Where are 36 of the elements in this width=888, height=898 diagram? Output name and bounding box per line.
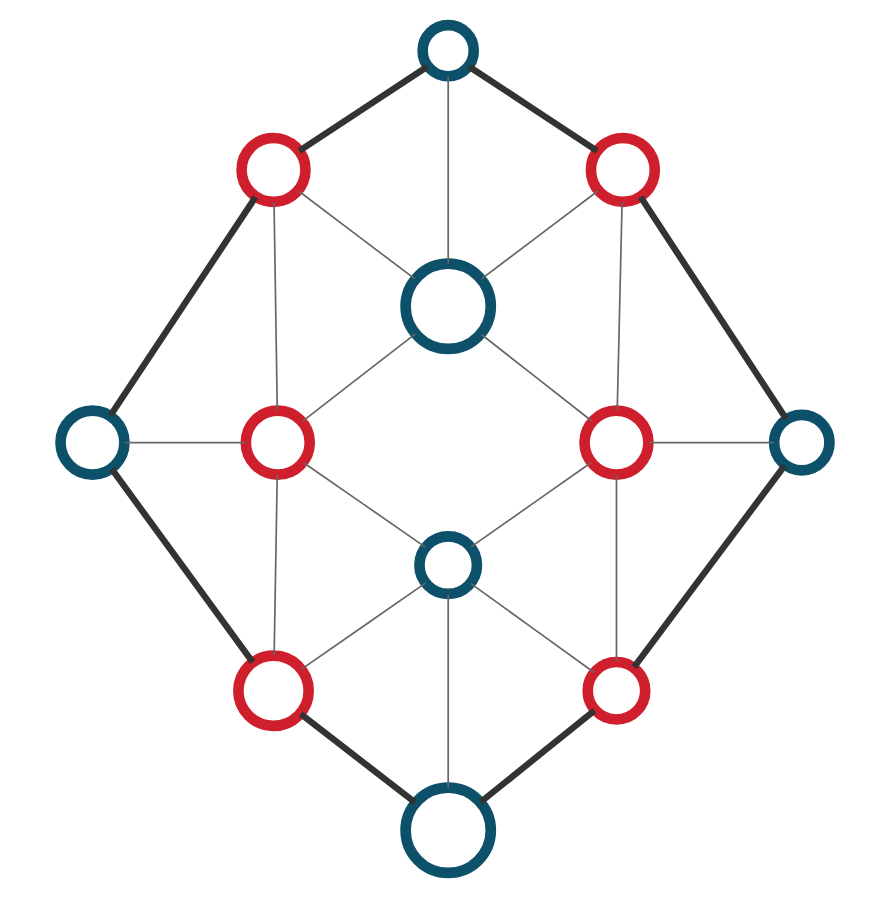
connector — [615, 201, 622, 412]
connector — [477, 708, 596, 805]
connector — [300, 333, 416, 422]
node-circle — [578, 405, 653, 480]
connector — [272, 201, 278, 412]
node-circle — [581, 656, 650, 725]
connector — [272, 474, 278, 656]
node-circle — [232, 650, 313, 732]
connector — [123, 441, 246, 444]
connector — [108, 467, 255, 664]
node-circle — [235, 132, 310, 208]
node-circle — [399, 782, 496, 879]
connector — [296, 63, 429, 154]
connector — [614, 474, 617, 663]
connector — [297, 711, 417, 806]
node-circle — [399, 258, 496, 355]
connector — [466, 63, 598, 154]
connector — [637, 195, 788, 421]
connector — [446, 76, 449, 265]
connector — [479, 190, 598, 280]
node-circle — [413, 531, 482, 600]
connector — [299, 582, 426, 670]
connector — [630, 463, 787, 670]
connector — [479, 333, 592, 423]
connector — [468, 461, 591, 548]
connector — [469, 582, 594, 674]
node-circle — [767, 409, 834, 476]
connector — [296, 190, 415, 280]
connector — [106, 195, 258, 418]
node-circle — [239, 405, 315, 480]
connector — [301, 461, 426, 548]
connector — [446, 593, 449, 789]
connector — [647, 441, 774, 444]
node-circle — [584, 132, 660, 208]
node-circle — [54, 405, 129, 480]
node-circle — [416, 19, 479, 82]
